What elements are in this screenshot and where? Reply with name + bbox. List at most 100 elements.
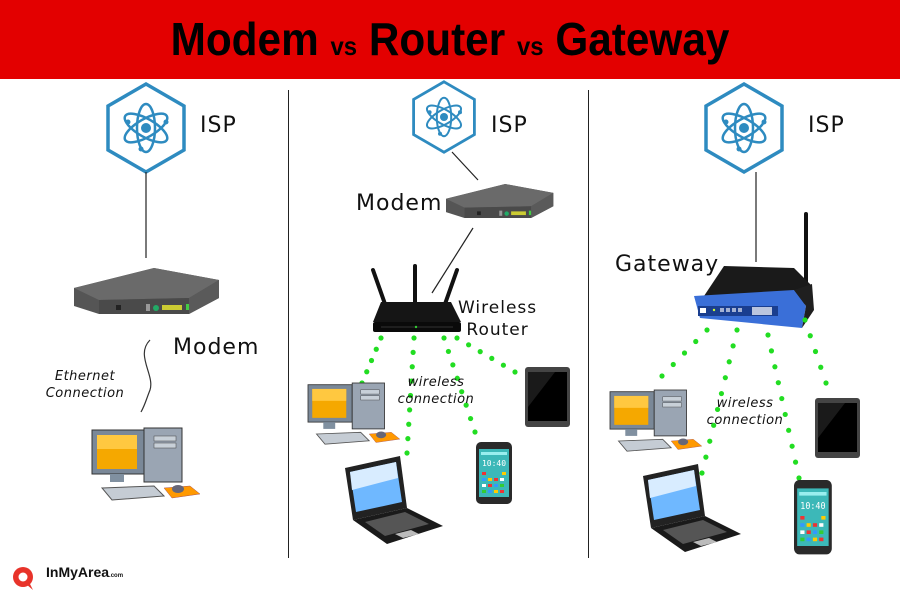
wireless-dot — [818, 364, 824, 370]
wireless-dot — [368, 357, 375, 364]
wireless-signal-dots — [659, 317, 829, 481]
title-vs-1: vs — [330, 31, 358, 61]
modem-to-router-link — [431, 227, 474, 294]
wireless-label-line1: wireless — [716, 396, 774, 411]
wireless-dot — [703, 454, 709, 460]
wireless-dot — [693, 338, 699, 345]
wireless-connection-label-3: wireless connection — [703, 395, 787, 429]
isp-icon — [106, 82, 186, 174]
smartphone-icon — [476, 442, 512, 504]
isp-icon — [412, 80, 476, 154]
wireless-dot — [699, 470, 705, 476]
wireless-dot — [450, 362, 456, 368]
wireless-dot — [378, 335, 384, 341]
wireless-dot — [730, 343, 736, 349]
wireless-dot — [681, 350, 688, 356]
ethernet-label-line2: Connection — [45, 386, 125, 401]
wireless-dot — [779, 395, 785, 402]
wireless-dot — [411, 335, 417, 341]
title-vs-2: vs — [516, 31, 544, 61]
wireless-dot — [410, 349, 416, 355]
laptop-icon — [643, 464, 741, 552]
wireless-dot — [463, 402, 469, 408]
wireless-dot — [472, 429, 478, 435]
wireless-dot — [409, 364, 415, 370]
title-modem: Modem — [170, 13, 319, 65]
wireless-connection-label-2: wireless connection — [394, 374, 478, 408]
modem-device-icon — [74, 268, 219, 314]
wireless-dot — [768, 348, 775, 354]
title-router: Router — [368, 13, 506, 65]
wireless-dot — [802, 317, 808, 323]
wireless-dot — [711, 422, 717, 428]
modem-device-icon — [446, 184, 554, 219]
wireless-router-label: Wireless Router — [458, 297, 537, 341]
panel-divider-2 — [588, 90, 589, 558]
wireless-dot — [500, 362, 506, 368]
wireless-dot — [704, 327, 710, 333]
isp-label-3: ISP — [808, 113, 845, 138]
ethernet-label-line1: Ethernet — [54, 369, 116, 384]
inmyarea-logo-icon — [13, 567, 33, 590]
wireless-dot — [659, 373, 665, 379]
wireless-label-line1: wireless — [407, 375, 465, 390]
isp-icon — [704, 82, 784, 174]
wireless-dot — [707, 438, 713, 444]
wireless-dot — [796, 475, 802, 481]
wireless-dot — [364, 369, 370, 375]
wireless-dot — [489, 355, 495, 361]
panel-divider-1 — [288, 90, 289, 558]
wireless-dot — [373, 346, 379, 352]
wireless-dot — [726, 359, 732, 365]
isp-label-2: ISP — [491, 113, 528, 138]
wireless-label-line2: connection — [706, 413, 784, 428]
wireless-dot — [765, 332, 771, 338]
smartphone-icon — [794, 480, 832, 555]
wireless-dot — [812, 348, 819, 355]
wireless-dot — [734, 327, 740, 333]
router-label-line1: Wireless — [458, 298, 538, 318]
wireless-dot — [789, 443, 795, 449]
page-title: Modem vs Router vs Gateway — [36, 12, 864, 66]
wireless-dot — [792, 459, 799, 465]
wireless-dot — [775, 380, 781, 386]
gateway-label: Gateway — [615, 252, 720, 277]
modem-label-2: Modem — [356, 191, 443, 216]
modem-label: Modem — [173, 335, 260, 360]
wireless-dot — [512, 369, 518, 375]
wireless-dot — [407, 392, 414, 399]
wireless-dot — [405, 436, 411, 442]
wireless-dot — [718, 390, 725, 397]
wireless-dot — [467, 415, 474, 422]
isp-to-modem-link — [451, 151, 479, 181]
wireless-dot — [670, 361, 676, 368]
wireless-dot — [714, 406, 721, 413]
ethernet-connection-label: Ethernet Connection — [40, 368, 130, 402]
laptop-icon — [345, 456, 443, 544]
wireless-dot — [404, 450, 410, 456]
tablet-icon — [525, 367, 570, 427]
tablet-icon — [815, 398, 860, 458]
wireless-dot — [782, 411, 788, 418]
wireless-dot — [441, 335, 447, 341]
title-gateway: Gateway — [555, 13, 730, 65]
wireless-dot — [454, 375, 460, 381]
desktop-computer-icon — [307, 382, 401, 445]
desktop-computer-icon — [91, 427, 201, 501]
wireless-dot — [823, 380, 829, 386]
wireless-router-icon — [371, 264, 463, 334]
wireless-dot — [407, 407, 413, 413]
desktop-computer-icon — [609, 389, 703, 452]
router-label-line2: Router — [466, 320, 529, 340]
wireless-dot — [807, 333, 813, 339]
wireless-dot — [786, 427, 792, 433]
wireless-dot — [454, 335, 460, 341]
wireless-dot — [772, 364, 778, 370]
brand-name: InMyArea.com — [46, 564, 124, 580]
wireless-dot — [408, 378, 414, 384]
wireless-dot — [477, 349, 483, 355]
wireless-dot — [406, 421, 412, 427]
wireless-label-line2: connection — [397, 392, 475, 407]
wireless-dot — [722, 375, 728, 381]
